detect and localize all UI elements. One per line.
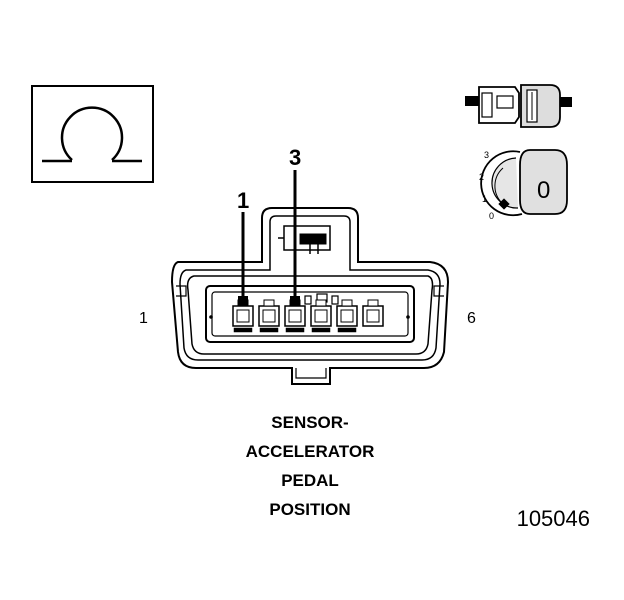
ignition-switch-icon: 3 2 1 0 0 (479, 149, 568, 221)
callout-lines (238, 170, 300, 306)
cavity-4 (310, 299, 332, 333)
cavity-2 (258, 299, 280, 333)
component-title-line-3: PEDAL (281, 471, 339, 490)
switch-position-1: 1 (482, 194, 487, 204)
figure-number: 105046 (516, 506, 590, 531)
switch-position-2: 2 (479, 172, 484, 182)
cavity-label-left: 1 (139, 310, 148, 327)
component-title-line-4: POSITION (269, 500, 351, 519)
component-title-line-2: ACCELERATOR (245, 442, 375, 461)
cavity-5 (336, 299, 358, 333)
connector-latch (278, 225, 331, 254)
callout-pin-1: 1 (237, 188, 249, 213)
switch-position-0: 0 (489, 211, 494, 221)
ohmmeter-icon: Ω (31, 85, 154, 183)
component-title-line-1: SENSOR- (271, 413, 349, 432)
connector-probe-icon (465, 84, 572, 128)
cavity-label-right: 6 (467, 310, 476, 327)
switch-position-3: 3 (484, 150, 489, 160)
cavity-6 (362, 299, 384, 327)
switch-knob-value: 0 (537, 177, 550, 204)
callout-pin-3: 3 (289, 145, 301, 170)
